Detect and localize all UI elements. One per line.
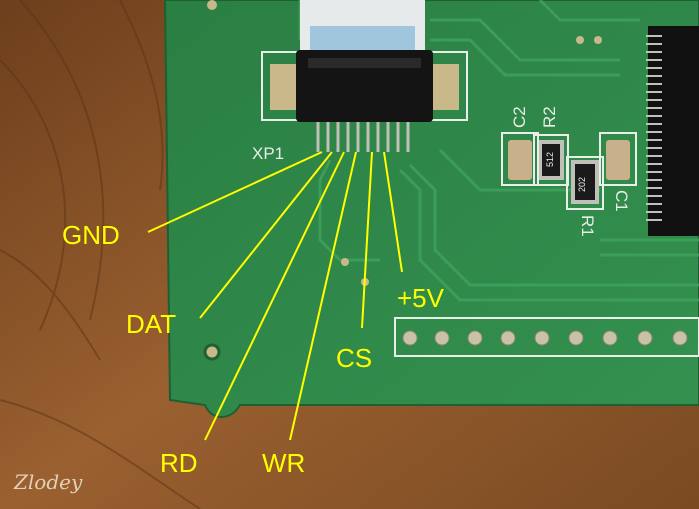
r1-marking: 202 xyxy=(577,176,587,192)
connector-pad-right xyxy=(433,64,459,110)
connector-pad-left xyxy=(270,64,296,110)
photographer-watermark: Zlodey xyxy=(14,470,83,494)
pcb-traces xyxy=(298,0,699,302)
via xyxy=(594,36,602,44)
ic-pins xyxy=(646,35,662,221)
connector-pins xyxy=(316,122,410,152)
c2-outline xyxy=(501,132,539,186)
r1-ref-label: R1 xyxy=(578,215,597,237)
dat-label: DAT xyxy=(126,309,177,339)
c2-ref-label: C2 xyxy=(510,106,529,128)
c1-outline xyxy=(599,132,637,186)
wood-grain xyxy=(0,0,201,509)
r1-outline xyxy=(566,156,604,210)
capacitor-c1 xyxy=(606,140,630,180)
vcc-label: +5V xyxy=(397,283,444,313)
connector-ref-label: XP1 xyxy=(252,144,285,163)
header-pins xyxy=(402,330,688,346)
gnd-label: GND xyxy=(62,220,120,250)
connector-latch xyxy=(308,58,421,68)
resistor-r1 xyxy=(571,160,599,204)
via xyxy=(576,36,584,44)
c1-ref-label: C1 xyxy=(612,190,631,212)
r2-marking: 512 xyxy=(545,151,555,167)
mounting-hole xyxy=(203,343,221,361)
header-outline xyxy=(394,317,699,357)
pin-pointer-lines xyxy=(147,151,403,441)
capacitor-c2 xyxy=(508,140,532,180)
mounting-hole-top xyxy=(207,0,217,10)
wr-label: WR xyxy=(262,448,306,478)
resistor-r2 xyxy=(538,140,564,180)
r2-ref-label: R2 xyxy=(540,106,559,128)
via xyxy=(341,258,349,266)
rd-label: RD xyxy=(160,448,198,478)
cs-label: CS xyxy=(336,343,373,373)
